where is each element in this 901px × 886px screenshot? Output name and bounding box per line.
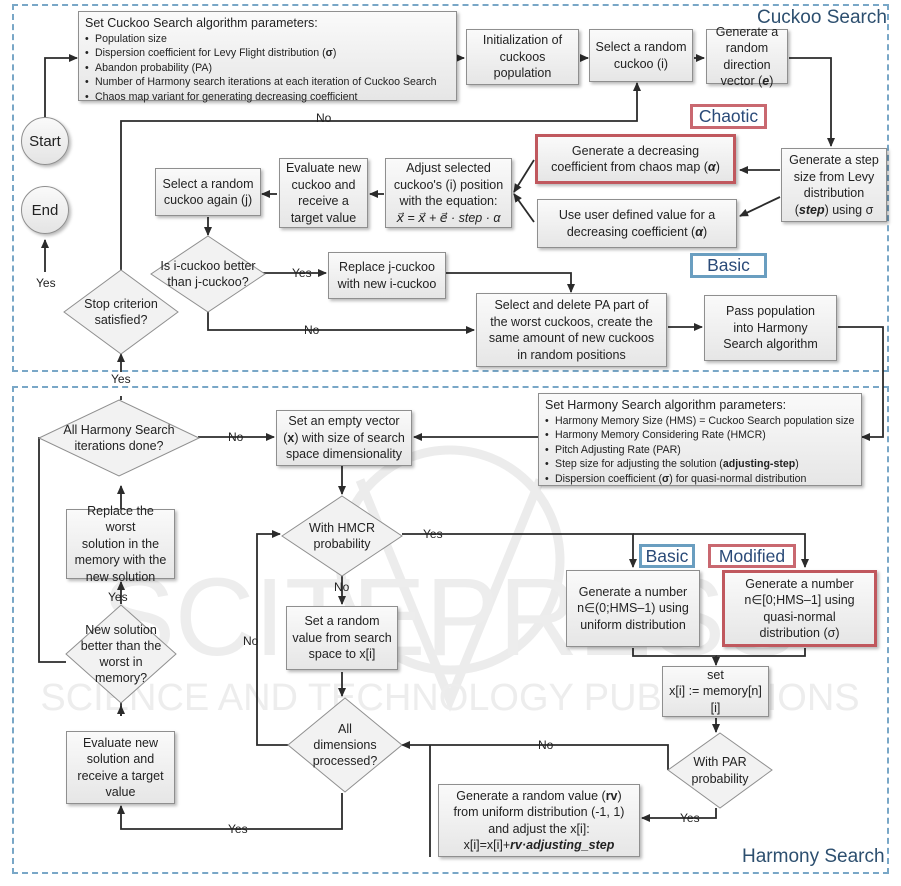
harmony-param-item: Harmony Memory Size (HMS) = Cuckoo Searc… <box>545 414 855 429</box>
label-yes-new-better: Yes <box>108 590 128 604</box>
cuckoo-param-item: Number of Harmony search iterations at e… <box>85 75 450 90</box>
label-yes-par: Yes <box>680 811 700 825</box>
chaotic-tag: Chaotic <box>690 104 767 129</box>
harmony-param-item: Step size for adjusting the solution (ad… <box>545 457 855 472</box>
label-no-par: No <box>538 738 554 752</box>
cuckoo-search-title: Cuckoo Search <box>757 7 887 28</box>
start-node: Start <box>21 117 69 165</box>
gen-rv-box: Generate a random value (rv)from uniform… <box>438 784 640 857</box>
cuckoo-search-region <box>12 4 889 372</box>
label-yes-dimensions: Yes <box>228 822 248 836</box>
label-yes-hmcr: Yes <box>423 527 443 541</box>
label-no-better: No <box>304 323 320 337</box>
label-yes-stop: Yes <box>36 276 56 290</box>
label-no-hmcr: No <box>334 580 350 594</box>
cuckoo-params-box: Set Cuckoo Search algorithm parameters: … <box>78 11 457 104</box>
label-yes-better: Yes <box>292 266 312 280</box>
end-node: End <box>21 186 69 234</box>
harmony-param-item: Pitch Adjusting Rate (PAR) <box>545 443 855 458</box>
harmony-params-list: Harmony Memory Size (HMS) = Cuckoo Searc… <box>545 414 855 486</box>
label-no-dimensions: No <box>243 634 259 648</box>
cuckoo-params-title: Set Cuckoo Search algorithm parameters: <box>85 16 318 30</box>
cuckoo-param-item: Abandon probability (PA) <box>85 61 450 76</box>
label-no-iterations: No <box>228 430 244 444</box>
harmony-params-title: Set Harmony Search algorithm parameters: <box>545 398 787 412</box>
empty-vector-box: Set an empty vector(x) with size of sear… <box>276 410 412 466</box>
basic-bottom-tag: Basic <box>639 544 695 568</box>
harmony-search-region <box>12 386 889 874</box>
cuckoo-param-item: Population size <box>85 32 450 47</box>
harmony-params-box: Set Harmony Search algorithm parameters:… <box>538 393 862 486</box>
cuckoo-params-list: Population size Dispersion coefficient f… <box>85 32 450 104</box>
harmony-search-title: Harmony Search <box>742 846 885 867</box>
modified-tag: Modified <box>708 544 796 568</box>
label-no-stop: No <box>316 111 332 125</box>
harmony-param-item: Dispersion coefficient (σ) for quasi-nor… <box>545 472 855 487</box>
cuckoo-param-item: Chaos map variant for generating decreas… <box>85 90 450 105</box>
label-yes-iterations: Yes <box>111 372 131 386</box>
basic-top-tag: Basic <box>690 253 767 278</box>
harmony-param-item: Harmony Memory Considering Rate (HMCR) <box>545 428 855 443</box>
cuckoo-param-item: Dispersion coefficient for Levy Flight d… <box>85 46 450 61</box>
